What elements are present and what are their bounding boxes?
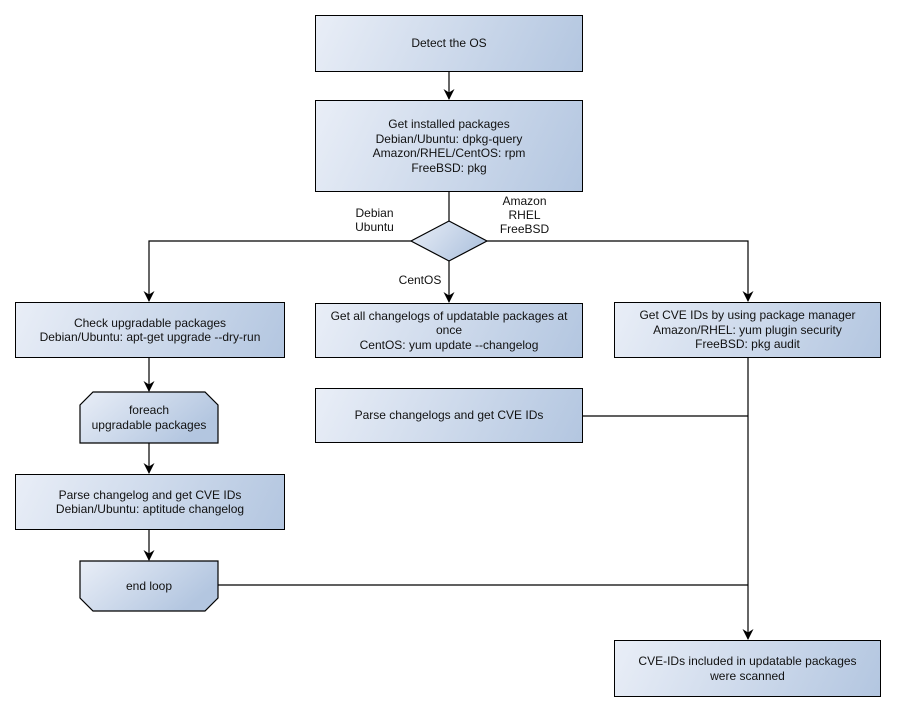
node-label: Check upgradable packages Debian/Ubuntu:… — [39, 315, 261, 345]
node-label: CVE-IDs included in updatable packages w… — [638, 654, 857, 683]
node-label: Parse changelogs and get CVE IDs — [354, 408, 544, 423]
arrow-down-icon — [143, 463, 155, 474]
node-scan-result: CVE-IDs included in updatable packages w… — [614, 640, 881, 697]
arrow-down-icon — [443, 89, 455, 100]
node-get-installed-packages: Get installed packages Debian/Ubuntu: dp… — [315, 100, 583, 192]
loop-start-shape — [79, 391, 219, 444]
node-check-upgradable-packages: Check upgradable packages Debian/Ubuntu:… — [15, 302, 285, 358]
node-get-cve-ids-pkg-manager: Get CVE IDs by using package manager Ama… — [614, 302, 881, 358]
node-label: foreach upgradable packages — [91, 403, 207, 432]
node-label: Detect the OS — [411, 36, 487, 51]
node-get-all-changelogs: Get all changelogs of updatable packages… — [315, 303, 583, 358]
node-label: Parse changelog and get CVE IDs Debian/U… — [55, 487, 245, 517]
node-detect-os: Detect the OS — [315, 15, 583, 72]
connector-lines — [148, 71, 749, 639]
node-label: end loop — [125, 578, 173, 593]
node-label: Get installed packages Debian/Ubuntu: dp… — [372, 117, 526, 175]
edge-label-centos: CentOS — [398, 273, 442, 287]
arrow-down-icon — [143, 381, 155, 392]
node-parse-changelogs: Parse changelogs and get CVE IDs — [315, 388, 583, 443]
arrowheads — [143, 89, 754, 640]
node-end-loop: end loop — [80, 561, 218, 611]
node-parse-changelog-debian: Parse changelog and get CVE IDs Debian/U… — [15, 474, 285, 530]
node-foreach-upgradable-packages: foreach upgradable packages — [80, 392, 218, 443]
arrow-down-icon — [143, 291, 155, 302]
node-label: Get CVE IDs by using package manager Ama… — [639, 308, 856, 352]
edge-label-debian-ubuntu: Debian Ubuntu — [355, 206, 394, 234]
node-label: Get all changelogs of updatable packages… — [330, 308, 568, 352]
decision-diamond — [409, 220, 489, 262]
arrow-down-icon — [742, 629, 754, 640]
arrow-down-icon — [742, 291, 754, 302]
arrow-down-icon — [143, 550, 155, 561]
edge-label-amazon-rhel-freebsd: Amazon RHEL FreeBSD — [499, 194, 550, 236]
loop-end-shape — [79, 560, 219, 612]
arrow-down-icon — [443, 292, 455, 303]
